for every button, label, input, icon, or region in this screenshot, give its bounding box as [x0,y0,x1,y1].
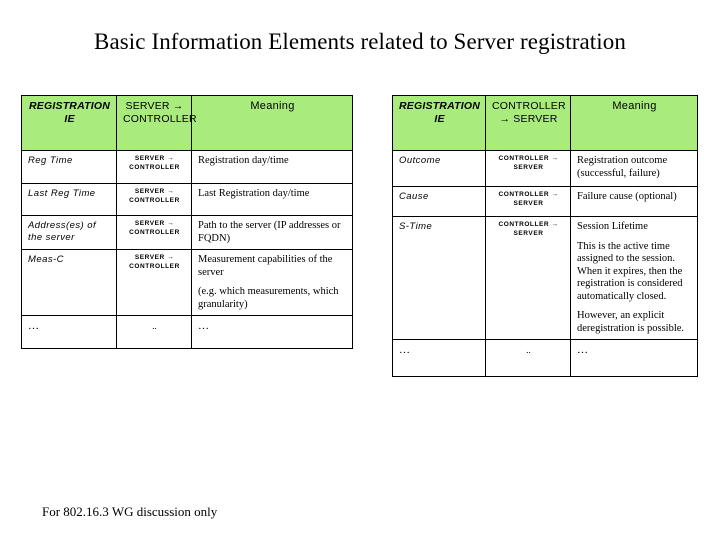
direction-line2: CONTROLLER [129,262,180,270]
header-direction-line1: CONTROLLER [492,100,566,112]
cell-ie-name: Outcome [392,150,486,187]
meaning-paragraph: Last Registration day/time [198,188,310,199]
cell-direction: SERVER → CONTROLLER [116,249,192,316]
cell-ie-name: … [21,315,117,349]
table-row: Reg Time SERVER → CONTROLLER Registratio… [21,150,353,184]
header-direction-line2: → SERVER [499,113,558,125]
direction-line2: SERVER [513,163,544,171]
cell-direction: .. [485,339,571,377]
meaning-paragraph: Registration outcome (successful, failur… [577,155,668,179]
cell-ie-name: Cause [392,186,486,217]
direction-line2: CONTROLLER [129,163,180,171]
footer-note: For 802.16.3 WG discussion only [42,504,218,519]
registration-ie-table-server-to-controller: REGISTRATION IE SERVER → CONTROLLER Mean… [21,95,353,349]
cell-meaning: Last Registration day/time [191,183,353,216]
cell-meaning: Measurement capabilities of the server (… [191,249,353,316]
page-title: Basic Information Elements related to Se… [94,29,626,54]
meaning-paragraph: Registration day/time [198,155,289,166]
table-row: Last Reg Time SERVER → CONTROLLER Last R… [21,183,353,216]
meaning-paragraph: Session Lifetime [577,221,648,232]
cell-direction: CONTROLLER → SERVER [485,150,571,187]
direction-line1: CONTROLLER → [498,155,559,162]
header-cell-meaning: Meaning [570,95,698,151]
table-row: Outcome CONTROLLER → SERVER Registration… [392,150,698,187]
registration-ie-table-controller-to-server: REGISTRATION IE CONTROLLER → SERVER Mean… [392,95,698,377]
header-cell-registration-ie: REGISTRATION IE [21,95,117,151]
header-cell-meaning: Meaning [191,95,353,151]
cell-direction: SERVER → CONTROLLER [116,215,192,250]
header-ie-line2: IE [434,113,445,125]
direction-line2: CONTROLLER [129,228,180,236]
meaning-paragraph: (e.g. which measurements, which granular… [198,286,339,310]
cell-direction: CONTROLLER → SERVER [485,186,571,217]
cell-meaning: Path to the server (IP addresses or FQDN… [191,215,353,250]
direction-line2: CONTROLLER [129,196,180,204]
cell-meaning: Failure cause (optional) [570,186,698,217]
table-row: S-Time CONTROLLER → SERVER Session Lifet… [392,216,698,340]
cell-direction: SERVER → CONTROLLER [116,150,192,184]
direction-line1: CONTROLLER → [498,221,559,228]
table-row: Meas-C SERVER → CONTROLLER Measurement c… [21,249,353,316]
header-ie-line2: IE [64,113,75,125]
meaning-paragraph: This is the active time assigned to the … [577,240,683,302]
cell-direction: .. [116,315,192,349]
table-row: … .. … [392,339,698,377]
direction-line1: CONTROLLER → [498,191,559,198]
direction-line1: SERVER → [134,220,175,227]
table-row: … .. … [21,315,353,349]
direction-line1: SERVER → [134,188,175,195]
cell-ie-name: Address(es) of the server [21,215,117,250]
cell-ie-name: Last Reg Time [21,183,117,216]
direction-line1: SERVER → [134,254,175,261]
cell-direction: SERVER → CONTROLLER [116,183,192,216]
direction-line2: SERVER [513,229,544,237]
header-cell-direction: CONTROLLER → SERVER [485,95,571,151]
cell-meaning: Session Lifetime This is the active time… [570,216,698,340]
header-direction-line2: CONTROLLER [123,113,197,125]
direction-line2: SERVER [513,199,544,207]
header-ie-line1: REGISTRATION [29,100,110,112]
direction-line1: SERVER → [134,155,175,162]
table-header-row: REGISTRATION IE SERVER → CONTROLLER Mean… [21,95,353,151]
header-cell-direction: SERVER → CONTROLLER [116,95,197,151]
table-row: Cause CONTROLLER → SERVER Failure cause … [392,186,698,217]
table-row: Address(es) of the server SERVER → CONTR… [21,215,353,250]
cell-direction: CONTROLLER → SERVER [485,216,571,340]
cell-meaning: Registration outcome (successful, failur… [570,150,698,187]
meaning-paragraph: Measurement capabilities of the server [198,254,333,278]
cell-meaning: Registration day/time [191,150,353,184]
meaning-paragraph: However, an explicit deregistration is p… [577,310,685,334]
header-direction-line1: SERVER → [125,100,184,112]
header-cell-registration-ie: REGISTRATION IE [392,95,486,151]
header-ie-line1: REGISTRATION [399,100,480,112]
cell-ie-name: S-Time [392,216,486,340]
cell-ie-name: … [392,339,486,377]
cell-ie-name: Meas-C [21,249,117,316]
meaning-paragraph: Path to the server (IP addresses or FQDN… [198,220,341,244]
meaning-paragraph: Failure cause (optional) [577,191,677,202]
cell-meaning: … [191,315,353,349]
table-header-row: REGISTRATION IE CONTROLLER → SERVER Mean… [392,95,698,151]
cell-meaning: … [570,339,698,377]
cell-ie-name: Reg Time [21,150,117,184]
